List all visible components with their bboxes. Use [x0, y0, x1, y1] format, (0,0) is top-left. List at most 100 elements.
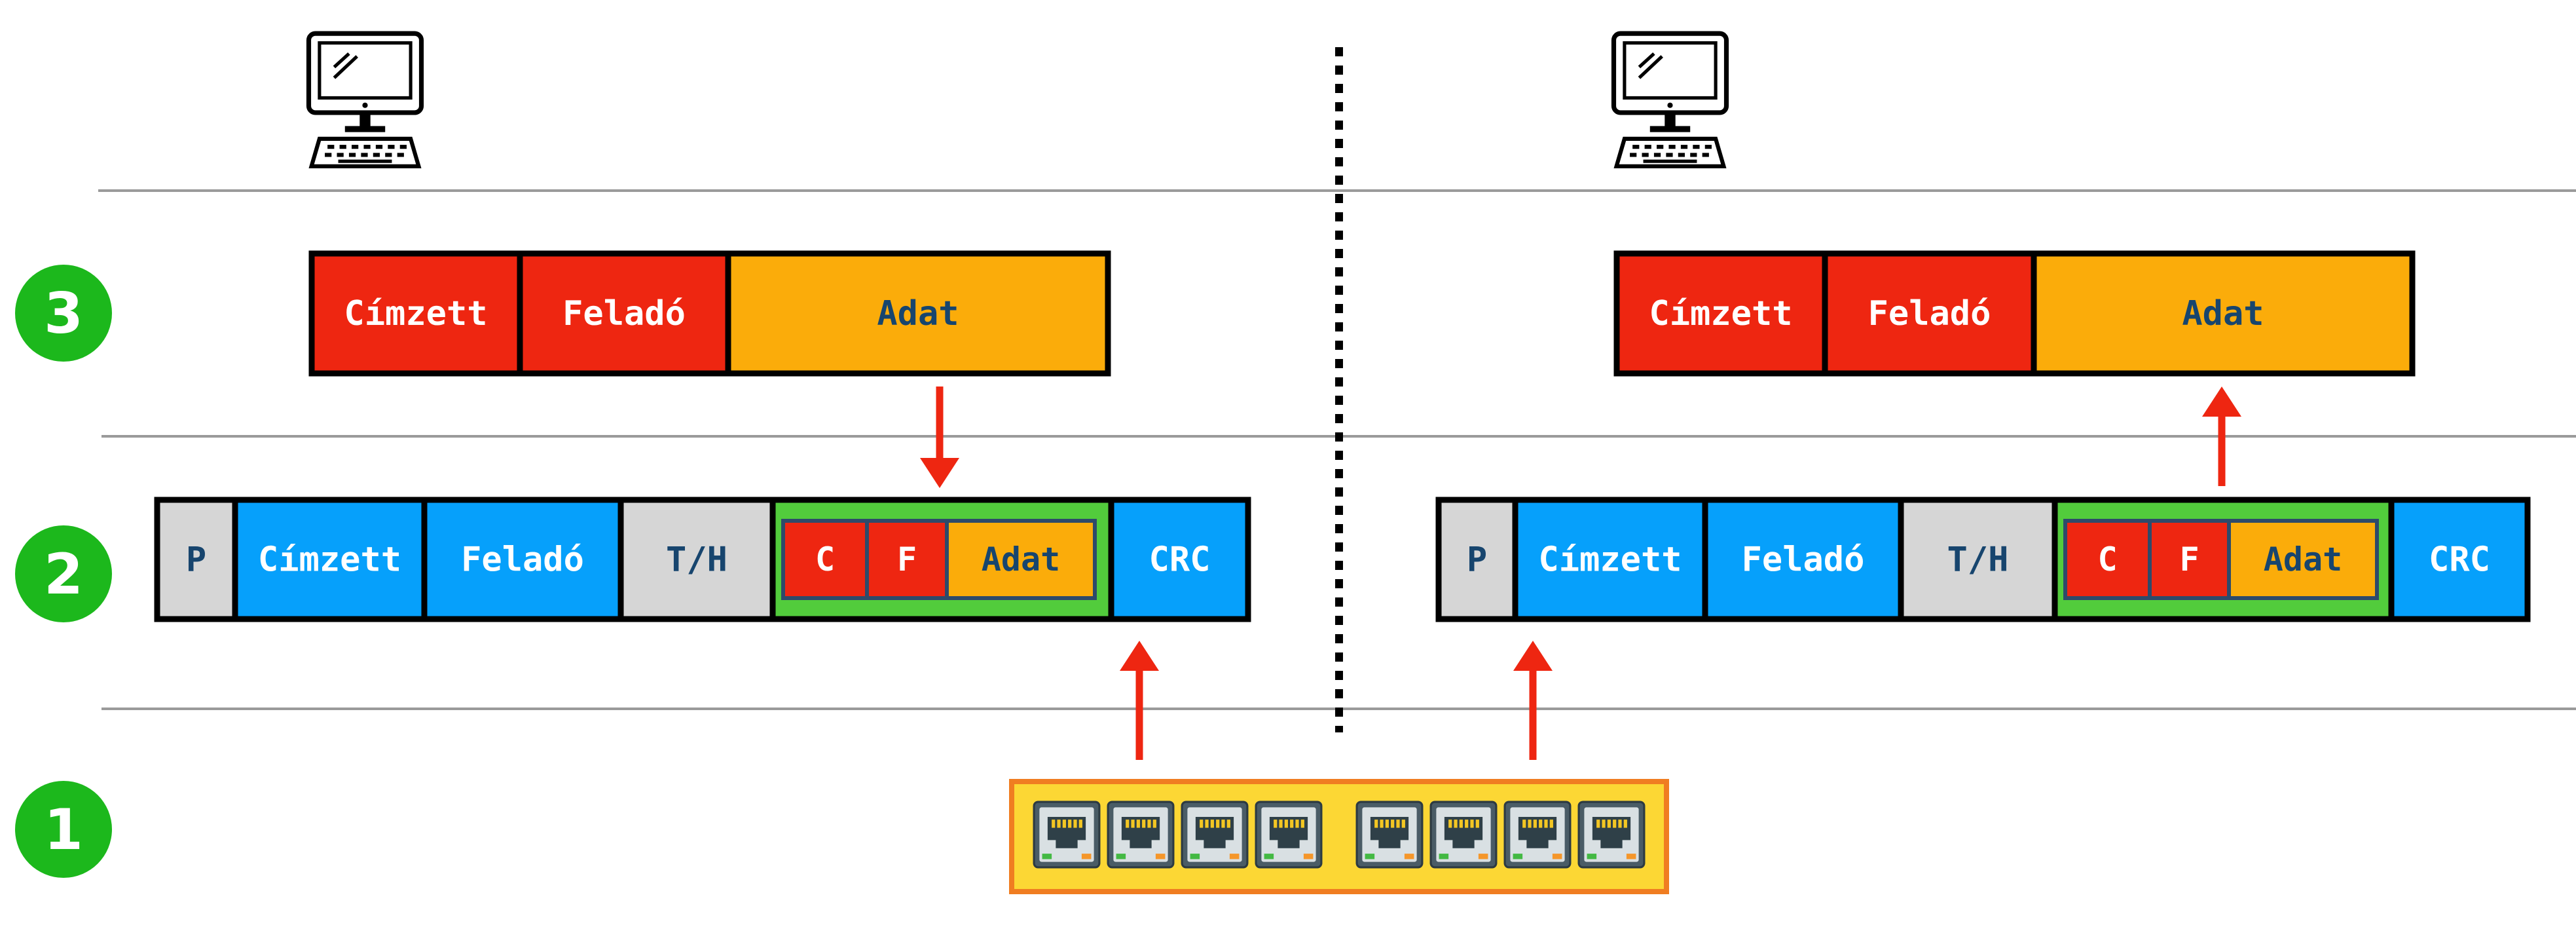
l2-field-felad: Feladó: [1702, 497, 1904, 622]
payload-field-box: [945, 519, 1097, 600]
l3-field-felad: Feladó: [517, 250, 731, 377]
payload-field-box: [2148, 519, 2231, 600]
l3-field-c-mzett-box: [1613, 250, 1828, 377]
layer-badge-circle: [15, 525, 112, 622]
l3-field-adat: Adat: [725, 250, 1111, 377]
payload-field-adat: Adat: [945, 519, 1097, 600]
arrow-up-switch-right: [1513, 641, 1553, 760]
payload-field-f: F: [865, 519, 949, 600]
l2-field-t-h: T/H: [617, 497, 776, 622]
l2-field-p-box: [154, 497, 238, 622]
l3-field-felad-label: Feladó: [1868, 294, 1991, 333]
l3-field-c-mzett: Címzett: [308, 250, 523, 377]
computer-icon: [1614, 33, 1727, 166]
payload-field-label: F: [897, 540, 917, 578]
arrow-head: [1120, 641, 1159, 671]
payload-field-f: F: [2148, 519, 2231, 600]
arrow-head: [2202, 387, 2241, 417]
payload-field-label: C: [2097, 540, 2117, 578]
ethernet-port-icon: [1577, 801, 1646, 869]
computer-icon: [309, 33, 422, 166]
ethernet-port-icon: [1107, 801, 1175, 869]
l2-payload: C F Adat: [769, 497, 1114, 622]
l2-field-felad: Feladó: [421, 497, 624, 622]
l3-field-felad: Feladó: [1822, 250, 2037, 377]
l3-field-adat: Adat: [2031, 250, 2416, 377]
l2-field-c-mzett-label: Címzett: [1538, 540, 1682, 580]
l3-field-adat-box: [725, 250, 1111, 377]
l2-field-crc: CRC: [1108, 497, 1251, 622]
arrow-up-l2-to-l3: [2202, 387, 2241, 486]
payload-field-box: [2227, 519, 2379, 600]
l2-field-p: P: [1435, 497, 1518, 622]
l2-field-c-mzett-box: [1512, 497, 1708, 622]
layer-number: 1: [44, 797, 83, 863]
l3-field-felad-label: Feladó: [562, 294, 686, 333]
payload-field-label: Adat: [982, 540, 1060, 578]
payload-field-adat: Adat: [2227, 519, 2379, 600]
l3-packet: Címzett Feladó Adat: [308, 250, 1111, 377]
l2-field-t-h: T/H: [1898, 497, 2058, 622]
ethernet-port-icon: [1181, 801, 1249, 869]
layer-badge-1: 1: [15, 781, 112, 878]
ethernet-port-icon: [1355, 801, 1424, 869]
l3-field-adat-box: [2031, 250, 2416, 377]
layer-badge-2: 2: [15, 525, 112, 622]
layer-number: 2: [44, 542, 83, 607]
ethernet-port-icon: [1503, 801, 1572, 869]
layer-number: 3: [44, 281, 83, 347]
payload-field-label: C: [815, 540, 835, 578]
arrow-down-l3-to-l2: [920, 387, 959, 488]
arrows: [920, 387, 2241, 760]
l2-field-crc-label: CRC: [1149, 540, 1211, 580]
l2-field-p-label: P: [1467, 540, 1487, 580]
l3-field-c-mzett: Címzett: [1613, 250, 1828, 377]
layer-badges: 3 2 1: [15, 265, 112, 878]
payload-field-box: [2063, 519, 2152, 600]
arrow-head: [920, 458, 959, 488]
layer-badge-circle: [15, 265, 112, 362]
layer-badge-circle: [15, 781, 112, 878]
l2-field-felad-box: [421, 497, 624, 622]
layer-badge-3: 3: [15, 265, 112, 362]
l3-field-adat-label: Adat: [2182, 294, 2264, 333]
payload-field-c: C: [2063, 519, 2152, 600]
l2-payload: C F Adat: [2052, 497, 2395, 622]
payload-field-box: [865, 519, 949, 600]
l2-frame: P Címzett Feladó T/H C F Adat CRC: [1435, 497, 2531, 622]
l2-field-crc-box: [1108, 497, 1251, 622]
l2-field-c-mzett: Címzett: [1512, 497, 1708, 622]
ethernet-port-icon: [1429, 801, 1498, 869]
l2-field-crc-label: CRC: [2429, 540, 2490, 580]
layer-dividers: [98, 47, 2576, 732]
l2-field-c-mzett: Címzett: [232, 497, 428, 622]
network-switch: [1009, 779, 1669, 894]
payload-field-box: [781, 519, 869, 600]
l2-field-c-mzett-box: [232, 497, 428, 622]
l2-field-t-h-label: T/H: [666, 540, 727, 580]
l2-field-felad-label: Feladó: [461, 540, 584, 580]
l2-field-crc-box: [2388, 497, 2531, 622]
l2-field-t-h-box: [1898, 497, 2058, 622]
payload-field-label: Adat: [2264, 540, 2342, 578]
l2-field-t-h-label: T/H: [1947, 540, 2009, 580]
payload-field-c: C: [781, 519, 869, 600]
arrow-up-switch-left: [1120, 641, 1159, 760]
l2-field-p: P: [154, 497, 238, 622]
l3-field-adat-label: Adat: [877, 294, 959, 333]
l2-frame: P Címzett Feladó T/H C F Adat CRC: [154, 497, 1251, 622]
l2-field-c-mzett-label: Címzett: [258, 540, 401, 580]
computers: [309, 33, 1727, 166]
l3-packet: Címzett Feladó Adat: [1613, 250, 2416, 377]
l3-field-c-mzett-label: Címzett: [344, 294, 487, 333]
l3-field-c-mzett-box: [308, 250, 523, 377]
ethernet-port-icon: [1033, 801, 1101, 869]
arrow-head: [1513, 641, 1553, 671]
payload-field-label: F: [2179, 540, 2199, 578]
l2-field-felad-label: Feladó: [1742, 540, 1865, 580]
l2-field-p-label: P: [186, 540, 206, 580]
